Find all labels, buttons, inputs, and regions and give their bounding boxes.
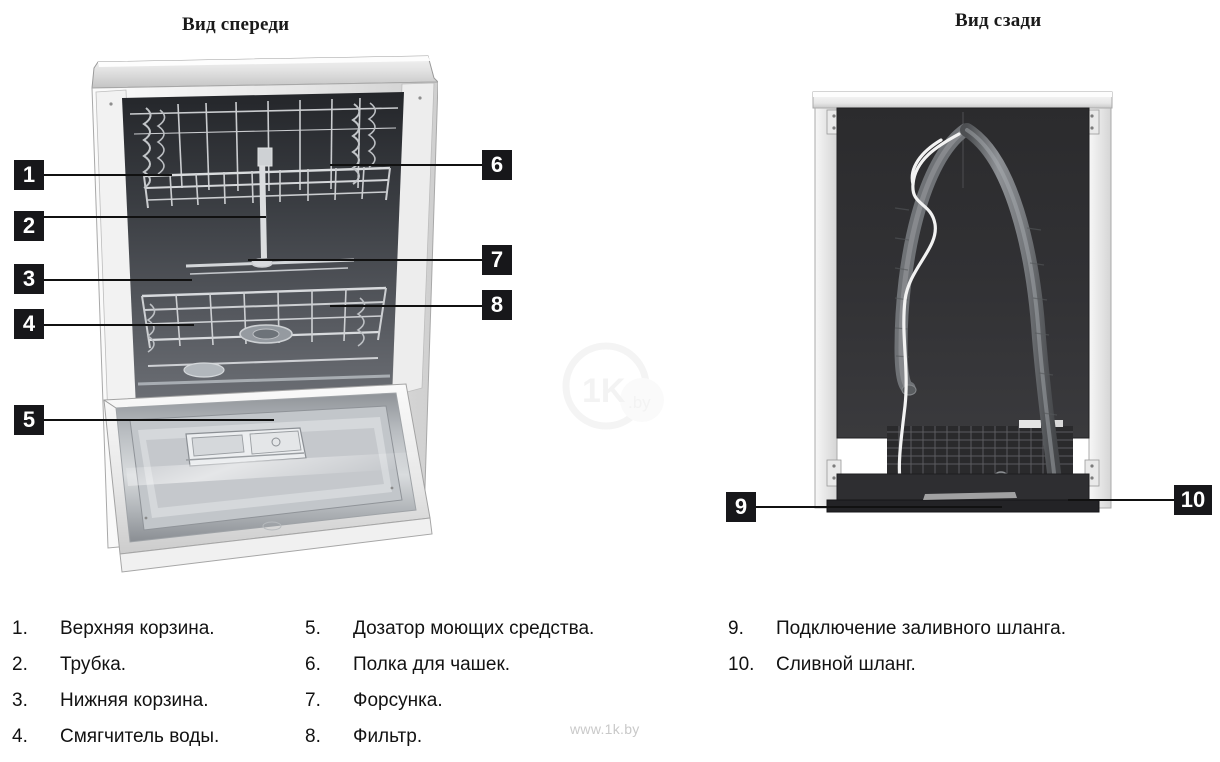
legend-column-3: 9. Подключение заливного шланга. 10. Сли… <box>728 618 1198 690</box>
svg-text:.by: .by <box>628 393 651 412</box>
callout-badge-8[interactable]: 8 <box>482 290 512 320</box>
legend-label: Дозатор моющих средства. <box>353 618 595 639</box>
callout-badge-9[interactable]: 9 <box>726 492 756 522</box>
legend-label: Нижняя корзина. <box>60 690 209 711</box>
legend-item: 2. Трубка. <box>12 654 302 690</box>
legend-label: Сливной шланг. <box>776 654 916 675</box>
site-logo-watermark: 1K .by <box>562 342 664 430</box>
leader-line-3 <box>44 279 192 281</box>
leader-line-6 <box>330 164 482 166</box>
rear-top-rail <box>812 91 1113 109</box>
legend-number: 9. <box>728 618 744 639</box>
legend-label: Подключение заливного шланга. <box>776 618 1066 639</box>
leader-line-4 <box>44 324 194 326</box>
leader-line-7 <box>248 259 482 261</box>
leader-line-9 <box>756 506 1002 508</box>
callout-badge-4[interactable]: 4 <box>14 309 44 339</box>
drain-hose <box>894 123 1063 490</box>
rear-view-photo <box>812 91 1113 513</box>
legend-label: Смягчитель воды. <box>60 726 220 747</box>
legend-number: 5. <box>305 618 321 639</box>
callout-badge-1[interactable]: 1 <box>14 160 44 190</box>
legend-item: 1. Верхняя корзина. <box>12 618 302 654</box>
legend-label: Верхняя корзина. <box>60 618 215 639</box>
legend-number: 10. <box>728 654 755 675</box>
callout-badge-7[interactable]: 7 <box>482 245 512 275</box>
front-view-title: Вид спереди <box>182 14 290 35</box>
cabinet-top-panel <box>91 55 438 89</box>
legend-item: 9. Подключение заливного шланга. <box>728 618 1198 654</box>
rear-side-rails <box>814 107 1112 509</box>
legend-item: 3. Нижняя корзина. <box>12 690 302 726</box>
svg-text:1K: 1K <box>582 372 626 410</box>
callout-badge-5[interactable]: 5 <box>14 405 44 435</box>
leader-line-1 <box>44 174 172 176</box>
callout-badge-6[interactable]: 6 <box>482 150 512 180</box>
legend-label: Полка для чашек. <box>353 654 511 675</box>
legend-number: 3. <box>12 690 28 711</box>
legend-item: 4. Смягчитель воды. <box>12 726 302 762</box>
callout-badge-2[interactable]: 2 <box>14 211 44 241</box>
legend-label: Фильтр. <box>353 726 423 747</box>
legend-item: 5. Дозатор моющих средства. <box>305 618 705 654</box>
callout-badge-3[interactable]: 3 <box>14 264 44 294</box>
legend-number: 6. <box>305 654 321 675</box>
legend-item: 6. Полка для чашек. <box>305 654 705 690</box>
detergent-dispenser <box>185 427 307 467</box>
legend-label: Трубка. <box>60 654 127 675</box>
legend-number: 7. <box>305 690 321 711</box>
interior-racks <box>129 97 399 386</box>
legend-item: 8. Фильтр. <box>305 726 705 762</box>
ventilation-grille <box>887 420 1073 474</box>
rear-back-panel <box>836 107 1090 439</box>
open-door <box>103 383 433 573</box>
legend-number: 1. <box>12 618 28 639</box>
rear-view-title: Вид сзади <box>955 10 1042 31</box>
legend-column-2: 5. Дозатор моющих средства. 6. Полка для… <box>305 618 705 762</box>
leader-line-8 <box>330 305 482 307</box>
leader-line-2 <box>44 216 266 218</box>
leader-line-10 <box>1068 499 1174 501</box>
leader-line-5 <box>44 419 274 421</box>
legend-label: Форсунка. <box>353 690 443 711</box>
callout-badge-10[interactable]: 10 <box>1174 485 1212 515</box>
legend-number: 2. <box>12 654 28 675</box>
legend-item: 10. Сливной шланг. <box>728 654 1198 690</box>
legend-column-1: 1. Верхняя корзина. 2. Трубка. 3. Нижняя… <box>12 618 302 762</box>
legend-number: 4. <box>12 726 28 747</box>
legend-item: 7. Форсунка. <box>305 690 705 726</box>
legend-number: 8. <box>305 726 321 747</box>
power-cord <box>897 132 961 488</box>
front-view-photo <box>91 55 438 573</box>
site-url-watermark: www.1k.by <box>570 721 640 737</box>
